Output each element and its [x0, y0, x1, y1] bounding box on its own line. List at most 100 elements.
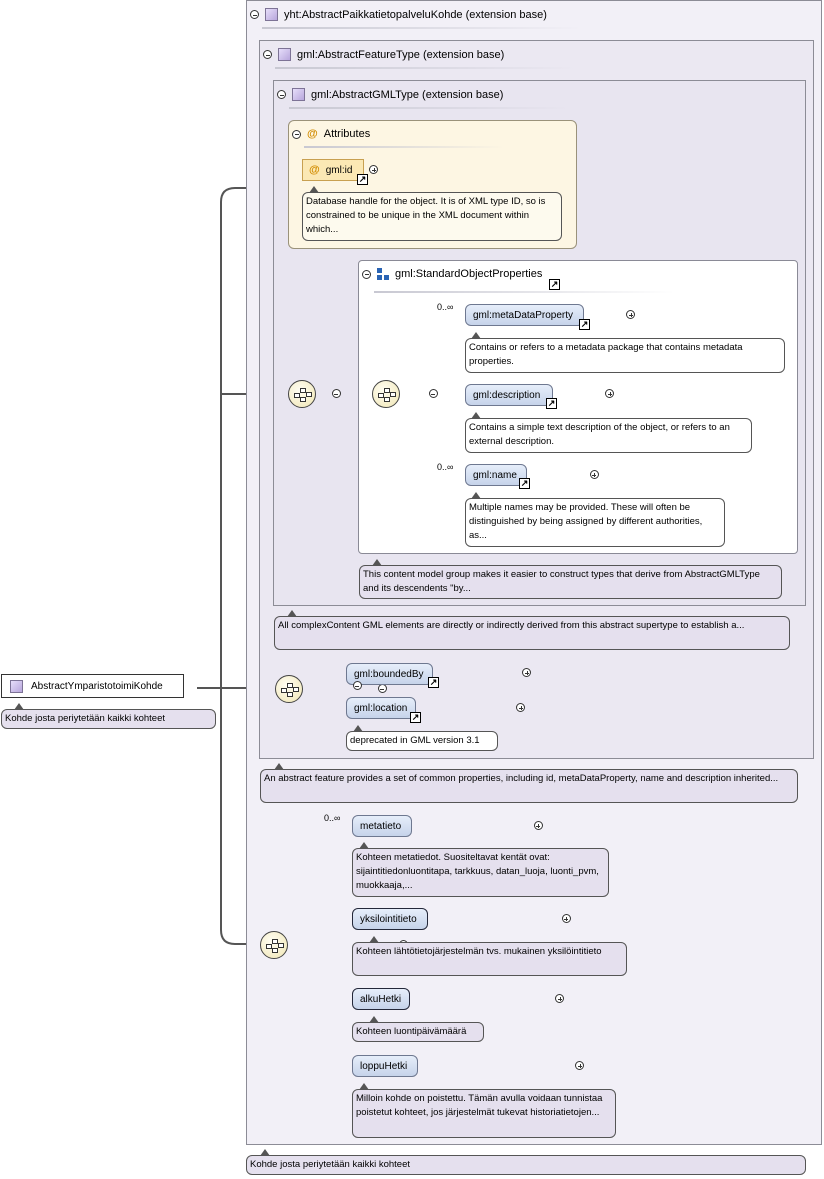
- attribute-icon: @: [309, 164, 320, 176]
- feature-doc: An abstract feature provides a set of co…: [260, 769, 798, 803]
- element-yksilointitieto[interactable]: yksilointitieto: [352, 908, 428, 930]
- expand-icon[interactable]: [522, 668, 532, 677]
- link-arrow-icon[interactable]: ↗: [546, 398, 557, 409]
- element-gml-description[interactable]: gml:description: [465, 384, 553, 406]
- element-label: loppuHetki: [360, 1060, 408, 1072]
- header-underline: [374, 291, 674, 293]
- expand-icon[interactable]: [533, 821, 543, 830]
- element-label: gml:location: [354, 702, 408, 714]
- element-alkuhetki[interactable]: alkuHetki: [352, 988, 410, 1010]
- attribute-gml-id[interactable]: @ gml:id: [302, 159, 364, 181]
- expand-icon[interactable]: [605, 389, 615, 398]
- element-metatieto-doc: Kohteen metatiedot. Suositeltavat kentät…: [352, 848, 609, 897]
- element-label: gml:boundedBy: [354, 668, 424, 680]
- collapse-icon[interactable]: [377, 684, 387, 693]
- element-loppuhetki[interactable]: loppuHetki: [352, 1055, 418, 1077]
- root-doc: Kohde josta periytetään kaikki kohteet: [1, 709, 216, 729]
- outer-title: yht:AbstractPaikkatietopalveluKohde (ext…: [284, 8, 547, 21]
- link-arrow-icon[interactable]: ↗: [549, 279, 560, 290]
- root-label: AbstractYmparistotoimiKohde: [31, 680, 163, 692]
- element-label: yksilointitieto: [360, 913, 417, 925]
- header-underline: [262, 27, 582, 29]
- element-loppuhetki-doc: Milloin kohde on poistettu. Tämän avulla…: [352, 1089, 616, 1138]
- complex-type-icon: [265, 8, 278, 21]
- element-label: gml:description: [473, 389, 541, 401]
- collapse-icon[interactable]: [331, 389, 341, 398]
- complex-type-icon: [278, 48, 291, 61]
- cardinality-label: 0..∞: [437, 462, 454, 472]
- element-gml-location[interactable]: gml:location: [346, 697, 416, 719]
- header-underline: [289, 107, 569, 109]
- element-label: gml:name: [473, 469, 517, 481]
- outer-header: yht:AbstractPaikkatietopalveluKohde (ext…: [250, 8, 547, 21]
- annotation-tail: [369, 1016, 379, 1023]
- expand-icon[interactable]: [516, 703, 526, 712]
- collapse-icon[interactable]: [263, 50, 272, 59]
- header-underline: [304, 146, 504, 148]
- gmltype-doc: All complexContent GML elements are dire…: [274, 616, 790, 650]
- element-label: metatieto: [360, 820, 402, 832]
- sop-title: gml:StandardObjectProperties: [395, 268, 543, 280]
- element-gml-location-doc: deprecated in GML version 3.1: [346, 731, 498, 751]
- annotation-tail: [471, 412, 481, 419]
- expand-icon[interactable]: [575, 1061, 585, 1070]
- outer-doc: Kohde josta periytetään kaikki kohteet: [246, 1155, 806, 1175]
- sequence-compositor-icon[interactable]: [260, 931, 288, 959]
- complex-type-icon: [292, 88, 305, 101]
- attribute-icon: @: [307, 128, 318, 140]
- element-gml-description-doc: Contains a simple text description of th…: [465, 418, 752, 453]
- attributes-header: @ Attributes: [292, 128, 370, 140]
- link-arrow-icon[interactable]: ↗: [357, 174, 368, 185]
- annotation-tail: [353, 725, 363, 732]
- annotation-tail: [309, 186, 319, 193]
- collapse-icon[interactable]: [292, 129, 301, 139]
- expand-icon[interactable]: [555, 994, 565, 1003]
- complex-type-icon: [10, 679, 23, 693]
- element-gml-boundedby[interactable]: gml:boundedBy: [346, 663, 433, 685]
- root-element[interactable]: AbstractYmparistotoimiKohde: [1, 674, 184, 698]
- collapse-icon[interactable]: [250, 10, 259, 19]
- link-arrow-icon[interactable]: ↗: [579, 319, 590, 330]
- sequence-compositor-icon[interactable]: [372, 380, 400, 408]
- element-gml-name[interactable]: gml:name: [465, 464, 527, 486]
- expand-icon[interactable]: [589, 470, 599, 479]
- sop-header: gml:StandardObjectProperties: [362, 268, 542, 280]
- attribute-gml-id-label: gml:id: [325, 164, 353, 176]
- annotation-tail: [369, 936, 379, 943]
- annotation-tail: [372, 559, 382, 566]
- attributes-title: Attributes: [323, 128, 371, 140]
- link-arrow-icon[interactable]: ↗: [410, 712, 421, 723]
- feature-title: gml:AbstractFeatureType (extension base): [297, 48, 505, 61]
- element-gml-metadataproperty-doc: Contains or refers to a metadata package…: [465, 338, 785, 373]
- gmltype-title: gml:AbstractGMLType (extension base): [311, 88, 504, 101]
- collapse-icon[interactable]: [362, 269, 371, 279]
- annotation-tail: [14, 703, 24, 710]
- element-alkuhetki-doc: Kohteen luontipäivämäärä: [352, 1022, 484, 1042]
- sop-doc: This content model group makes it easier…: [359, 565, 782, 599]
- element-metatieto[interactable]: metatieto: [352, 815, 412, 837]
- collapse-icon[interactable]: [428, 389, 438, 398]
- annotation-tail: [471, 492, 481, 499]
- element-gml-metadataproperty[interactable]: gml:metaDataProperty: [465, 304, 584, 326]
- annotation-tail: [260, 1149, 270, 1156]
- element-gml-name-doc: Multiple names may be provided. These wi…: [465, 498, 725, 547]
- group-icon: [377, 268, 389, 280]
- expand-icon[interactable]: [369, 165, 378, 174]
- header-underline: [275, 67, 575, 69]
- expand-icon[interactable]: [626, 310, 636, 319]
- expand-icon[interactable]: [561, 914, 571, 923]
- element-label: alkuHetki: [360, 993, 402, 1005]
- annotation-tail: [359, 1083, 369, 1090]
- sequence-compositor-icon[interactable]: [275, 675, 303, 703]
- element-label: gml:metaDataProperty: [473, 309, 574, 321]
- link-arrow-icon[interactable]: ↗: [519, 478, 530, 489]
- sequence-compositor-icon[interactable]: [288, 380, 316, 408]
- collapse-icon[interactable]: [277, 90, 286, 99]
- annotation-tail: [471, 332, 481, 339]
- cardinality-label: 0..∞: [437, 302, 454, 312]
- collapse-icon[interactable]: [352, 681, 362, 690]
- annotation-tail: [287, 610, 297, 617]
- cardinality-label: 0..∞: [324, 813, 341, 823]
- gmltype-header: gml:AbstractGMLType (extension base): [277, 88, 503, 101]
- link-arrow-icon[interactable]: ↗: [428, 677, 439, 688]
